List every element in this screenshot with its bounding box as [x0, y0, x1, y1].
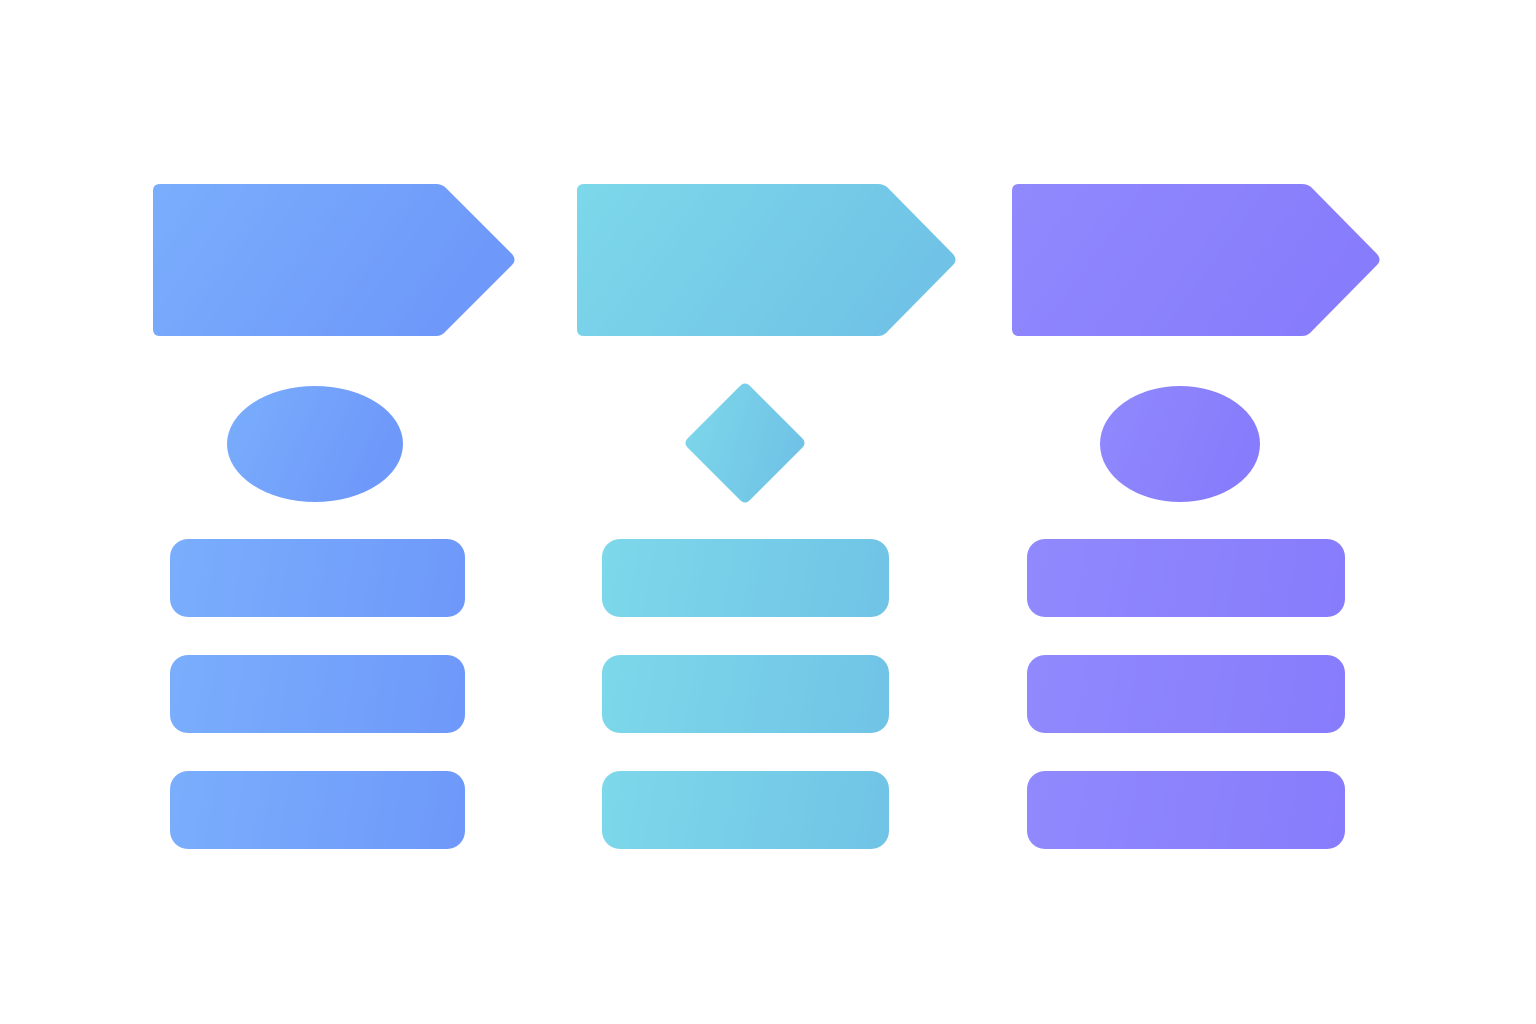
list-bar-1: [602, 539, 889, 617]
column-blue: [0, 0, 540, 1024]
arrow-header: [1012, 184, 1380, 336]
node-ellipse: [227, 386, 403, 502]
list-bar-1: [1027, 539, 1345, 617]
node-ellipse: [1100, 386, 1260, 502]
arrow-header-shape: [153, 184, 515, 502]
list-bar-3: [1027, 771, 1345, 849]
list-bar-2: [602, 655, 889, 733]
list-bar-2: [1027, 655, 1345, 733]
arrow-header: [577, 184, 956, 336]
list-bar-2: [170, 655, 465, 733]
list-bar-3: [170, 771, 465, 849]
list-bar-1: [170, 539, 465, 617]
node-diamond: [685, 383, 805, 503]
list-bar-3: [602, 771, 889, 849]
arrow-header: [153, 184, 515, 336]
